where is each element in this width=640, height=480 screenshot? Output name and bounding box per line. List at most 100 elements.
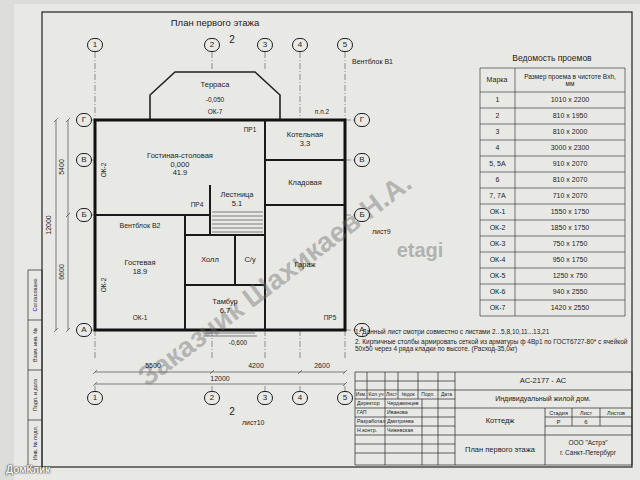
title-block-text: г. Санкт-Петербург bbox=[560, 449, 616, 456]
table-cell: ОК-6 bbox=[490, 288, 506, 296]
table-cell: 7, 7А bbox=[489, 192, 505, 200]
room-value: 18.9 bbox=[124, 268, 155, 277]
room-name: Гостевая bbox=[124, 259, 155, 268]
axis-mark: Б bbox=[77, 209, 91, 221]
table-cell: 3 bbox=[496, 128, 500, 136]
axis-bubble: 1 bbox=[87, 38, 103, 52]
axis-mark: 1 bbox=[88, 39, 102, 51]
title-block-text: Кол.уч bbox=[369, 392, 384, 398]
outer-walls bbox=[95, 120, 345, 330]
axis-mark: 5 bbox=[338, 392, 352, 404]
margin-stamp bbox=[28, 270, 42, 467]
title-block-text: Р bbox=[556, 418, 560, 425]
table-cell: 950 x 1750 bbox=[553, 256, 588, 264]
axis-mark: Б bbox=[355, 209, 369, 221]
margin-stamp-text: Взам. инв. № bbox=[32, 328, 38, 362]
axis-bubble: 5 bbox=[337, 38, 353, 52]
room-value: 41.9 bbox=[147, 169, 213, 178]
room-value: 6.7 bbox=[212, 307, 237, 316]
room-value: 5.1 bbox=[220, 200, 253, 209]
plan-annotation: ПР4 bbox=[191, 201, 204, 208]
axis-mark: 3 bbox=[258, 39, 272, 51]
room-name: Котельная bbox=[287, 131, 323, 140]
title-block-text: №док bbox=[401, 392, 414, 398]
axis-mark: Г bbox=[355, 114, 369, 126]
table-header: Размер проема в чистоте Вxh, мм bbox=[520, 73, 620, 88]
room-name: Холл bbox=[201, 256, 219, 265]
room-label: С/у bbox=[242, 255, 257, 266]
table-cell: 4 bbox=[496, 144, 500, 152]
dimension-value: 5400 bbox=[58, 159, 66, 175]
inner-walls bbox=[95, 120, 345, 330]
axis-bubble: Г bbox=[354, 113, 370, 127]
title-block-text: Лист bbox=[386, 392, 397, 398]
margin-stamp-text: Согласовано bbox=[32, 278, 38, 311]
dimension-value: 2600 bbox=[314, 362, 330, 370]
watermark: etagi bbox=[397, 239, 444, 262]
axis-mark: 1 bbox=[88, 392, 102, 404]
table-cell: 940 x 2550 bbox=[553, 288, 588, 296]
room-label: Холл bbox=[199, 255, 221, 266]
axis-mark: 4 bbox=[293, 39, 307, 51]
axis-mark: 2 bbox=[205, 392, 219, 404]
room-label: Гостиная-столовая0,00041.9 bbox=[145, 151, 215, 179]
title-block-text: Чижевская bbox=[387, 428, 413, 434]
table-cell: ОК-2 bbox=[490, 224, 506, 232]
room-value: 0,000 bbox=[147, 161, 213, 170]
title-block-text: Разработал bbox=[357, 419, 385, 425]
table-cell: 1420 x 2550 bbox=[551, 304, 590, 312]
room-label: Котельная3.3 bbox=[285, 130, 325, 149]
room-label: Гостевая18.9 bbox=[122, 258, 157, 277]
table-cell: ОК-7 bbox=[490, 304, 506, 312]
table-cell: 1 bbox=[496, 96, 500, 104]
plan-annotation: п.п.2 bbox=[315, 108, 329, 115]
axis-mark: 2 bbox=[205, 39, 219, 51]
table-cell: 5, 5А bbox=[489, 160, 505, 168]
axis-bubble: 3 bbox=[257, 38, 273, 52]
table-cell: 750 x 1750 bbox=[553, 240, 588, 248]
axis-bubble: 1 bbox=[87, 391, 103, 405]
room-value: 3.3 bbox=[287, 140, 323, 149]
table-cell: 1550 x 1750 bbox=[551, 208, 590, 216]
plan-annotation: 2 bbox=[229, 34, 235, 46]
title-block-text: Чердакинцев bbox=[387, 401, 419, 407]
title-block-text: Изм. bbox=[356, 392, 367, 398]
dimension-value: 4200 bbox=[248, 362, 264, 370]
table-cell: 910 x 2070 bbox=[553, 160, 588, 168]
axis-bubble: 2 bbox=[204, 391, 220, 405]
table-cell: ОК-1 bbox=[490, 208, 506, 216]
title-block-text: Дмитриева bbox=[387, 419, 414, 425]
title-block-text: Иванова bbox=[387, 410, 408, 416]
room-name: Лестница bbox=[220, 191, 253, 200]
room-name: Гараж bbox=[294, 261, 315, 270]
table-cell: 1250 x 750 bbox=[553, 272, 588, 280]
dimension-value: 12000 bbox=[45, 215, 53, 234]
plan-annotation: Вентблок В1 bbox=[352, 58, 393, 66]
axis-mark: 4 bbox=[293, 392, 307, 404]
title-block-text: Индивидуальный жилой дом. bbox=[495, 395, 591, 403]
plan-annotation: ОК-2 bbox=[100, 163, 107, 178]
axis-bubble: В bbox=[76, 153, 92, 167]
margin-stamp-text: Инв. № подл. bbox=[32, 426, 38, 460]
title-block-grid bbox=[355, 372, 632, 465]
axis-mark: 5 bbox=[338, 39, 352, 51]
title-block-text: Дата bbox=[441, 392, 452, 398]
axis-bubble: 5 bbox=[337, 391, 353, 405]
room-name: Тамбур bbox=[212, 298, 237, 307]
table-cell: 710 x 2070 bbox=[553, 192, 588, 200]
section-mark: 2 bbox=[229, 406, 235, 418]
axis-lines bbox=[91, 52, 355, 391]
axis-mark: Г bbox=[77, 114, 91, 126]
plan-annotation: ПР5 bbox=[324, 314, 337, 321]
plan-annotation: -0,050 bbox=[206, 96, 224, 103]
watermark: ДомКлик bbox=[6, 464, 50, 476]
axis-bubble: Б bbox=[354, 208, 370, 222]
room-name: С/у bbox=[244, 256, 255, 265]
table-cell: 1010 x 2200 bbox=[551, 96, 590, 104]
table-cell: 2 bbox=[496, 112, 500, 120]
room-name: Терраса bbox=[201, 81, 230, 90]
title-block-text: План первого этажа bbox=[465, 446, 535, 455]
dimension-value: 12000 bbox=[210, 375, 229, 383]
terrace-outline bbox=[150, 72, 280, 120]
